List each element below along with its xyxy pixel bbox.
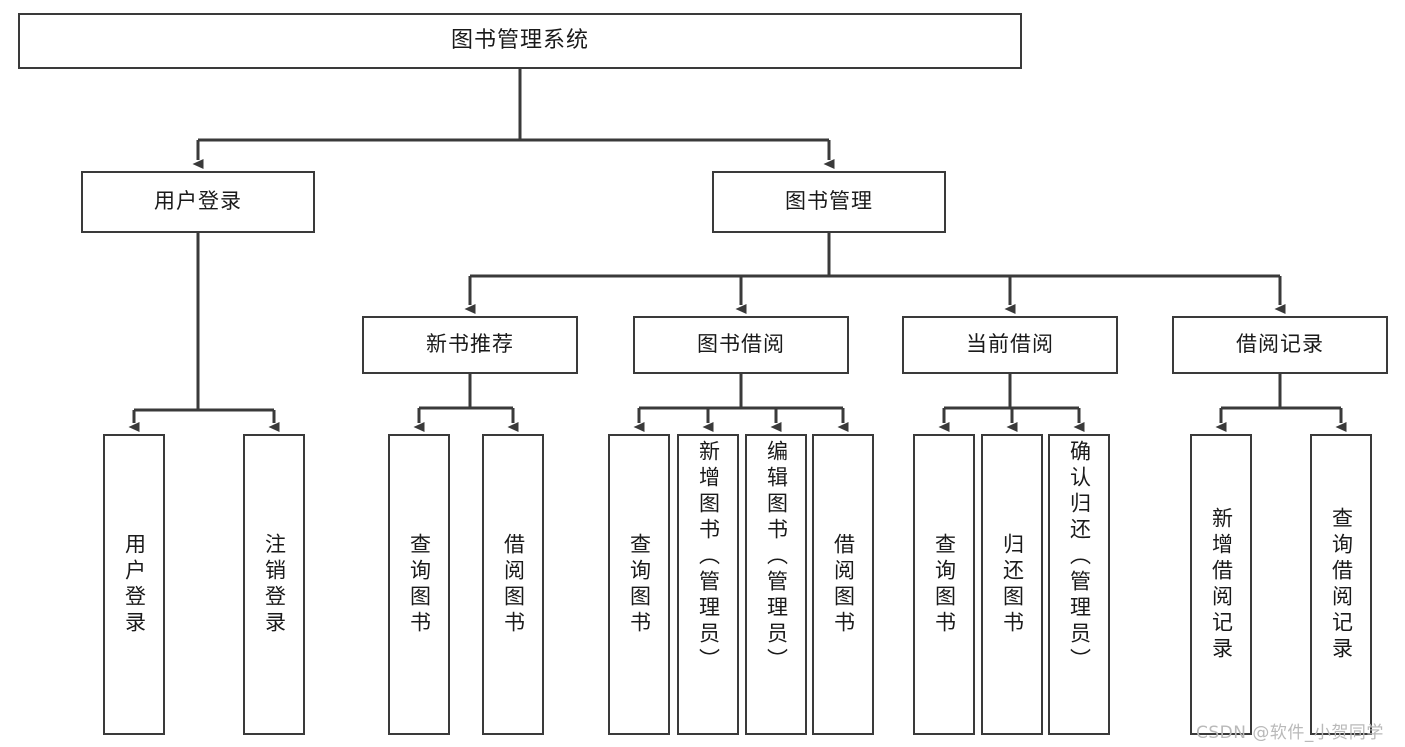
node-leaf-user-login[interactable]: 用户登录 — [103, 434, 165, 735]
node-label: 查询图书 — [627, 532, 652, 637]
node-label: 图书管理系统 — [450, 27, 589, 53]
label-wrapper: 归还图书 — [983, 436, 1041, 733]
node-leaf-r-add[interactable]: 新增借阅记录 — [1190, 434, 1252, 735]
node-label: 新增借阅记录 — [1209, 506, 1234, 663]
node-l2-user[interactable]: 用户登录 — [81, 171, 315, 233]
label-wrapper: 查询图书 — [915, 436, 973, 733]
node-leaf-b-edit[interactable]: 编辑图书（管理员） — [745, 434, 807, 735]
label-wrapper: 用户登录 — [105, 436, 163, 733]
node-leaf-new-query[interactable]: 查询图书 — [388, 434, 450, 735]
node-label: 新书推荐 — [426, 332, 514, 357]
node-label: 借阅图书 — [831, 532, 856, 637]
node-label: 新增图书（管理员） — [696, 440, 721, 674]
node-leaf-r-query[interactable]: 查询借阅记录 — [1310, 434, 1372, 735]
node-l3-current[interactable]: 当前借阅 — [902, 316, 1118, 374]
node-leaf-new-borrow[interactable]: 借阅图书 — [482, 434, 544, 735]
node-label: 归还图书 — [1000, 532, 1025, 637]
node-root[interactable]: 图书管理系统 — [18, 13, 1022, 69]
node-leaf-b-query[interactable]: 查询图书 — [608, 434, 670, 735]
node-label: 编辑图书（管理员） — [764, 440, 789, 674]
node-leaf-user-logout[interactable]: 注销登录 — [243, 434, 305, 735]
node-leaf-b-borrow[interactable]: 借阅图书 — [812, 434, 874, 735]
node-label: 注销登录 — [262, 532, 287, 637]
node-l3-borrow[interactable]: 图书借阅 — [633, 316, 849, 374]
node-label: 用户登录 — [154, 189, 242, 214]
edge-layer — [128, 69, 1347, 432]
label-wrapper: 查询借阅记录 — [1312, 436, 1370, 733]
watermark-text: CSDN @软件_小贺同学 — [1196, 723, 1384, 743]
node-label: 用户登录 — [122, 532, 147, 637]
label-wrapper: 查询图书 — [390, 436, 448, 733]
node-leaf-c-confirm[interactable]: 确认归还（管理员） — [1048, 434, 1110, 735]
node-leaf-b-add[interactable]: 新增图书（管理员） — [677, 434, 739, 735]
node-label: 图书管理 — [785, 189, 873, 214]
node-l2-book[interactable]: 图书管理 — [712, 171, 946, 233]
node-leaf-c-query[interactable]: 查询图书 — [913, 434, 975, 735]
node-label: 当前借阅 — [966, 332, 1054, 357]
label-wrapper: 借阅图书 — [814, 436, 872, 733]
node-label: 借阅图书 — [501, 532, 526, 637]
node-leaf-c-return[interactable]: 归还图书 — [981, 434, 1043, 735]
node-l3-new[interactable]: 新书推荐 — [362, 316, 578, 374]
node-label: 图书借阅 — [697, 332, 785, 357]
label-wrapper: 注销登录 — [245, 436, 303, 733]
node-label: 确认归还（管理员） — [1067, 440, 1092, 674]
label-wrapper: 新增借阅记录 — [1192, 436, 1250, 733]
node-label: 查询借阅记录 — [1329, 506, 1354, 663]
node-label: 借阅记录 — [1236, 332, 1324, 357]
label-wrapper: 借阅图书 — [484, 436, 542, 733]
node-label: 查询图书 — [932, 532, 957, 637]
label-wrapper: 查询图书 — [610, 436, 668, 733]
node-l3-record[interactable]: 借阅记录 — [1172, 316, 1388, 374]
node-label: 查询图书 — [407, 532, 432, 637]
